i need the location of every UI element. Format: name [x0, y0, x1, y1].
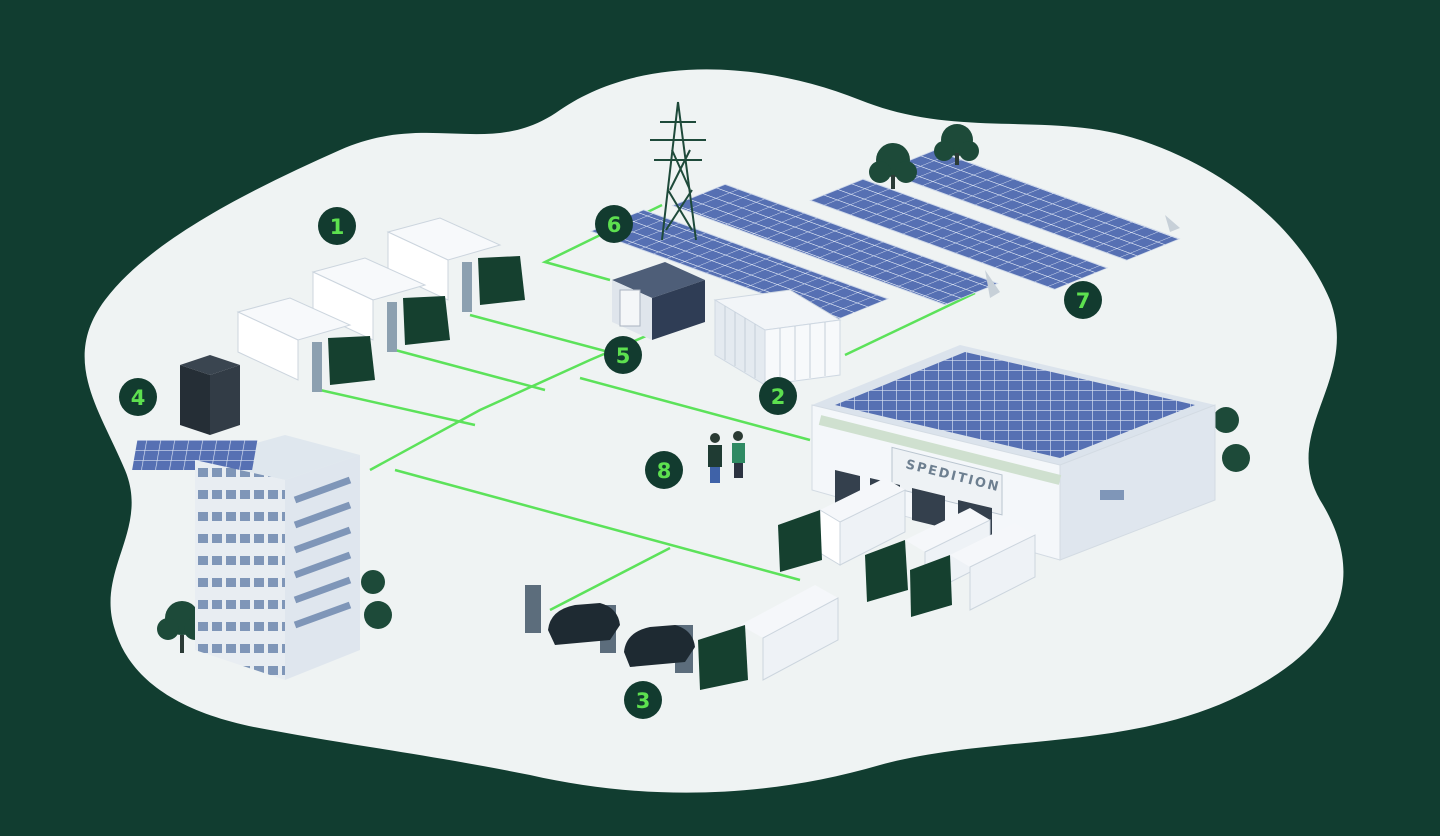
- truck-icon: [236, 297, 375, 392]
- truck-icon: [698, 585, 839, 690]
- marker-8: 8: [645, 451, 683, 489]
- tree-icon: [934, 124, 979, 165]
- marker-5-label: 5: [616, 344, 631, 368]
- marker-1: 1: [318, 207, 356, 245]
- car-icon: [624, 625, 695, 667]
- charger-icon: [525, 585, 541, 633]
- line-battery-solar: [844, 291, 976, 357]
- line-main-bottom: [394, 468, 801, 582]
- power-lines: [319, 203, 976, 612]
- battery-storage: [713, 289, 842, 386]
- transmission-tower: [650, 101, 706, 241]
- warehouse-sign: [891, 446, 1003, 516]
- warehouse: SPEDITION: [811, 345, 1216, 561]
- truck-icon: [311, 257, 450, 352]
- transformer-station: [612, 262, 705, 340]
- marker-4-label: 4: [131, 386, 146, 410]
- marker-6: 6: [595, 205, 633, 243]
- tree-icon: [1213, 407, 1250, 472]
- marker-4: 4: [119, 378, 157, 416]
- marker-7-label: 7: [1076, 289, 1091, 313]
- line-charger-1: [469, 313, 621, 357]
- car-icon: [548, 603, 620, 645]
- marker-1-label: 1: [330, 215, 345, 239]
- marker-3: 3: [624, 681, 662, 719]
- line-charger-2: [394, 348, 546, 392]
- marker-3-label: 3: [636, 689, 651, 713]
- delivery-trucks: [698, 478, 1036, 690]
- marker-6-label: 6: [607, 213, 622, 237]
- marker-2-label: 2: [771, 385, 786, 409]
- marker-8-label: 8: [657, 459, 672, 483]
- line-main-warehouse: [579, 376, 811, 442]
- tree-icon: [869, 143, 917, 189]
- car-charging: [525, 585, 695, 673]
- generator-cabinet: [180, 355, 240, 435]
- line-charger-3: [319, 388, 476, 427]
- marker-2: 2: [759, 377, 797, 415]
- marker-5: 5: [604, 336, 642, 374]
- tree-group: [157, 124, 1250, 653]
- truck-icon: [910, 523, 1036, 617]
- person-icon: [732, 431, 745, 478]
- solar-field: [589, 149, 1181, 321]
- truck-icon: [778, 478, 906, 572]
- people: [708, 431, 745, 483]
- line-bottom-cars: [549, 546, 671, 612]
- rooftop-solar: [132, 440, 258, 470]
- person-icon: [708, 433, 722, 483]
- office-building: [132, 435, 360, 680]
- truck-row: [236, 217, 525, 392]
- marker-7: 7: [1064, 281, 1102, 319]
- warehouse-roof-solar: [835, 352, 1195, 458]
- truck-icon: [386, 217, 525, 312]
- tree-icon: [361, 570, 392, 629]
